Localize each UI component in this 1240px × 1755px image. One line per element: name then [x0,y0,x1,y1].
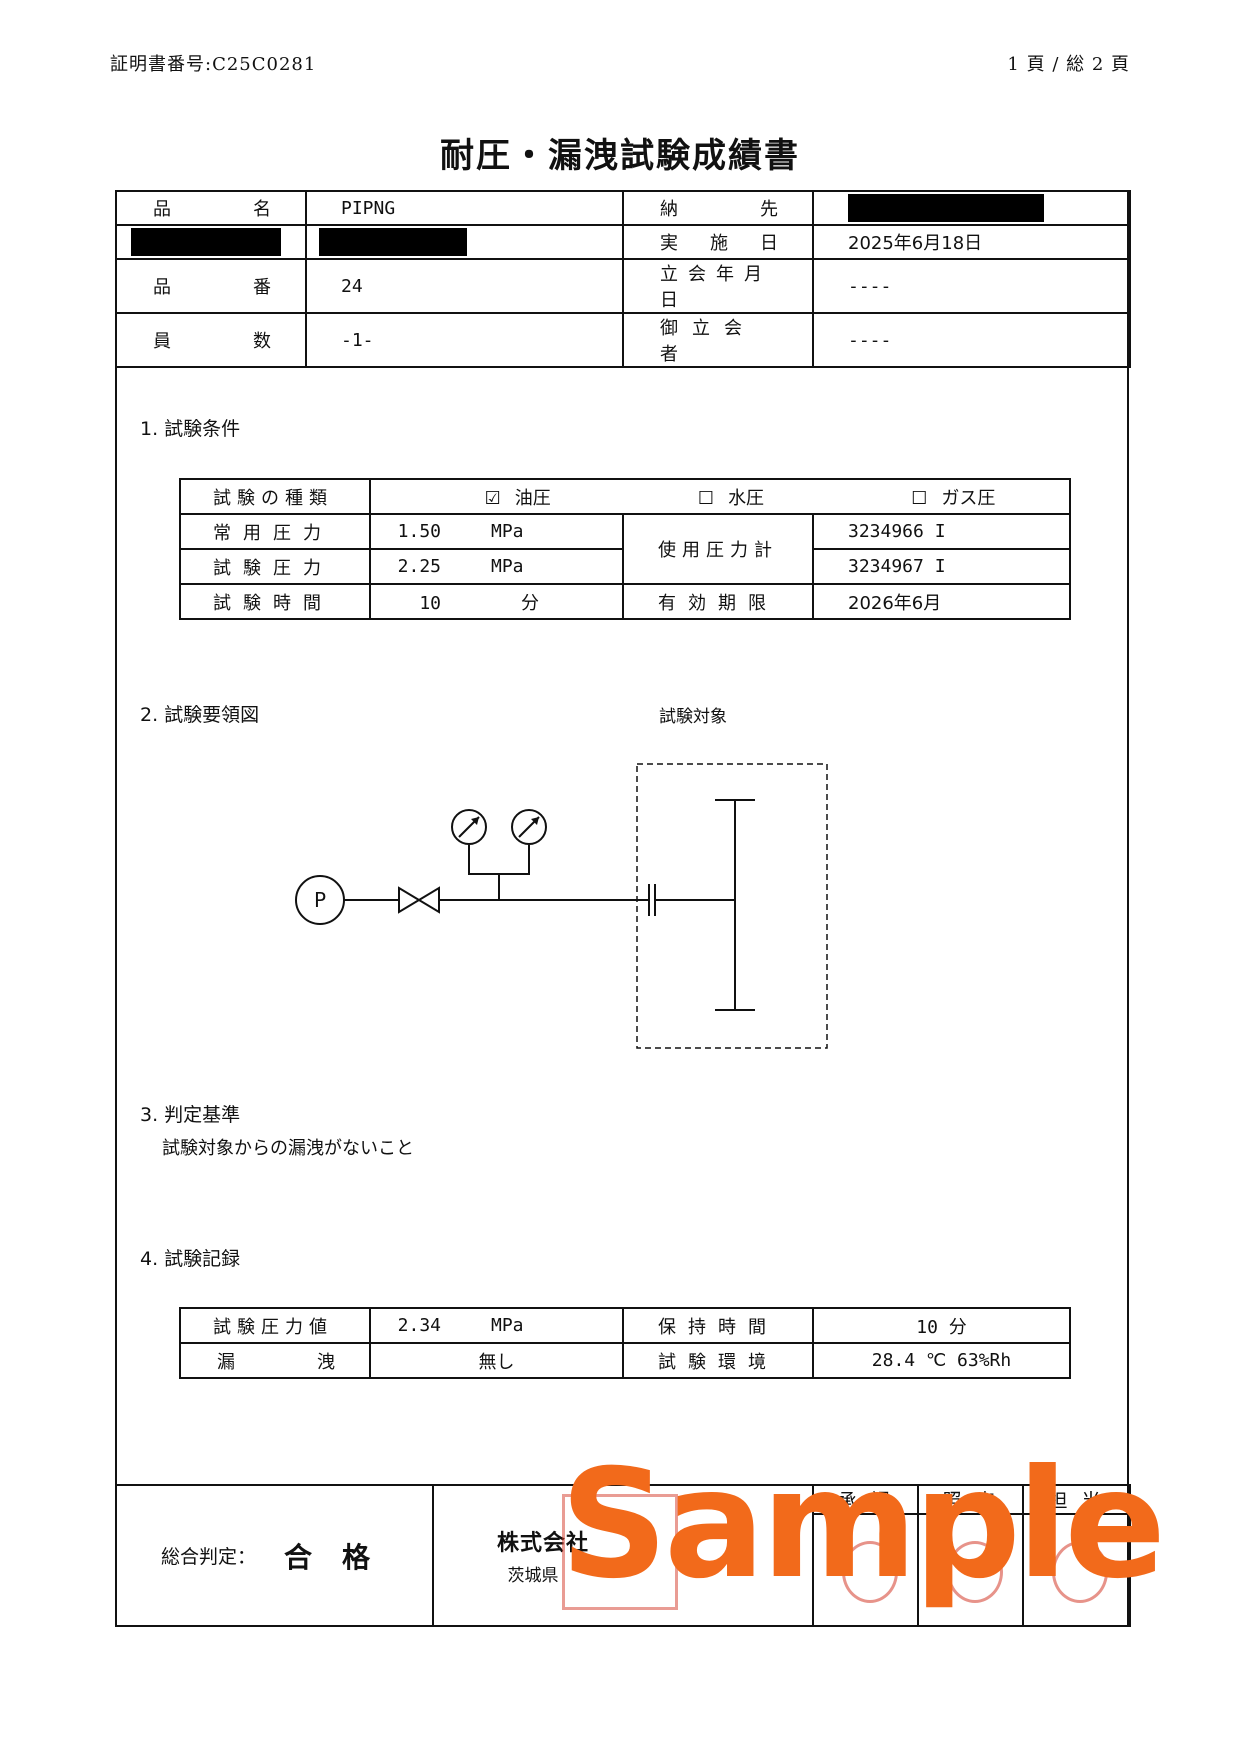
quantity-value: -1- [305,312,624,368]
company-name: 株式会社 [496,1531,589,1556]
option-water: ☐水圧 [697,487,765,509]
product-name-label: 品名 [153,199,271,220]
check-label: 照 査 [917,1484,1024,1515]
info-table: 品名 PIPNG 納先 実施日 2025年6月18日 品番 24 立会年月日 -… [115,190,1131,368]
personal-seal-icon [842,1541,898,1603]
pressure-gauge-icon [511,809,547,845]
test-time-unit: 分 [521,592,539,614]
gauge-needle-head [471,817,479,825]
expiry-value: 2026年6月 [812,583,1071,620]
witness-date-value: ---- [812,258,1131,314]
product-name-value: PIPNG [305,190,624,226]
table-row: 員数 -1- 御立会者 ---- [115,312,1131,368]
section-1-heading: 1. 試験条件 [140,418,241,440]
test-time-value: 10 [419,592,441,614]
test-procedure-diagram: 試験対象 P [295,707,828,1049]
personal-seal-icon [1052,1541,1108,1603]
test-type-label: 試験の種類 [213,487,333,509]
table-row: 試験時間 10 分 有効期限 2026年6月 [179,583,1071,620]
certificate-number: 証明書番号:C25C0281 [110,54,317,75]
company-block: 株式会社 茨城県 [432,1484,814,1627]
normal-pressure-label: 常用圧力 [213,522,333,544]
pressure-record-label: 試験圧力値 [213,1316,333,1338]
table-row [116,1513,1131,1627]
judgement-table: 総合判定： 合格 株式会社 茨城県 承 認 照 査 担 当 [115,1484,1131,1627]
gauge-stem [468,845,530,875]
judgement-label: 総合判定： [161,1546,257,1568]
normal-pressure-unit: MPa [491,521,524,542]
gauge-2-value: 3234967 I [812,548,1071,585]
test-pressure-label: 試験圧力 [213,557,333,579]
leak-value: 無し [369,1342,624,1379]
section-3-heading: 3. 判定基準 [140,1104,241,1126]
overall-judgement: 総合判定： 合格 [117,1536,432,1576]
quantity-label: 員数 [153,331,271,352]
gauge-1-value: 3234966 I [812,513,1071,550]
checkbox-icon: ☐ [911,487,928,509]
pressure-record-unit: MPa [491,1315,524,1336]
personal-seal-icon [947,1541,1003,1603]
hold-time-value: 10 分 [812,1307,1071,1344]
document-frame: 品名 PIPNG 納先 実施日 2025年6月18日 品番 24 立会年月日 -… [115,190,1131,1627]
gauge-label: 使用圧力計 [658,540,778,561]
table-row: 総合判定： 合格 株式会社 茨城県 承 認 照 査 担 当 [115,1484,1131,1627]
env-label: 試験環境 [658,1351,778,1373]
page-indicator: 1 頁 / 総 2 頁 [1007,54,1130,75]
expiry-label: 有効期限 [658,592,778,614]
section-4-heading: 4. 試験記録 [140,1248,241,1270]
checkbox-checked-icon: ☑ [484,487,501,509]
approve-stamp-box [812,1513,919,1627]
test-record-table: 試験圧力値 2.34 MPa 保持時間 10 分 漏洩 無し 試験環境 28.4 … [179,1307,1071,1379]
redacted-delivery [848,194,1044,222]
test-pressure-value: 2.25 [397,556,441,577]
test-pressure-unit: MPa [491,556,524,577]
product-number-label: 品番 [153,277,271,298]
gauge-needle-head [531,817,539,825]
option-oil: ☑油圧 [484,487,551,509]
leak-label: 漏洩 [217,1351,335,1373]
date-label: 実施日 [660,233,778,254]
check-stamp-box [917,1513,1024,1627]
table-row: 品番 24 立会年月日 ---- [115,258,1131,314]
charge-stamp-box [1022,1513,1131,1627]
table-row: 試験圧力 2.25 MPa 3234967 I [179,548,1071,585]
table-row: 実施日 2025年6月18日 [115,224,1131,260]
table-row: 品名 PIPNG 納先 [115,190,1131,226]
env-value: 28.4 ℃ 63%Rh [812,1342,1071,1379]
test-target-box [636,763,828,1049]
witness-date-label: 立会年月日 [660,264,772,311]
pressure-record-value: 2.34 [397,1315,441,1336]
company-address: 茨城県 [507,1566,559,1586]
product-number-value: 24 [305,258,624,314]
redacted-value [319,228,467,256]
judgement-value: 合格 [284,1540,401,1574]
pump-letter: P [314,888,326,912]
normal-pressure-value: 1.50 [397,521,441,542]
witness-value: ---- [812,312,1131,368]
pressure-gauge-icon [451,809,487,845]
delivery-label: 納先 [660,199,778,220]
table-row: 漏洩 無し 試験環境 28.4 ℃ 63%Rh [179,1342,1071,1379]
table-row: 試験の種類 ☑油圧 ☐水圧 ☐ガス圧 [179,478,1071,515]
test-target-label: 試験対象 [659,707,727,727]
approve-label: 承 認 [812,1484,919,1515]
criterion-text: 試験対象からの漏洩がないこと [162,1138,414,1159]
document-title: 耐圧・漏洩試験成績書 [440,136,800,176]
table-row: 試験圧力値 2.34 MPa 保持時間 10 分 [179,1307,1071,1344]
checkbox-icon: ☐ [697,487,715,509]
hold-time-label: 保持時間 [658,1316,778,1338]
option-gas: ☐ガス圧 [911,487,996,509]
valve-icon [398,886,421,914]
valve-icon [417,886,440,914]
test-time-label: 試験時間 [213,592,333,614]
witness-label: 御立会者 [660,318,756,365]
redacted-label [131,228,281,256]
date-value: 2025年6月18日 [812,224,1131,260]
charge-label: 担 当 [1022,1484,1131,1515]
company-seal-icon [562,1494,678,1610]
section-2-heading: 2. 試験要領図 [140,704,260,726]
test-type-options: ☑油圧 ☐水圧 ☐ガス圧 [371,484,1069,510]
